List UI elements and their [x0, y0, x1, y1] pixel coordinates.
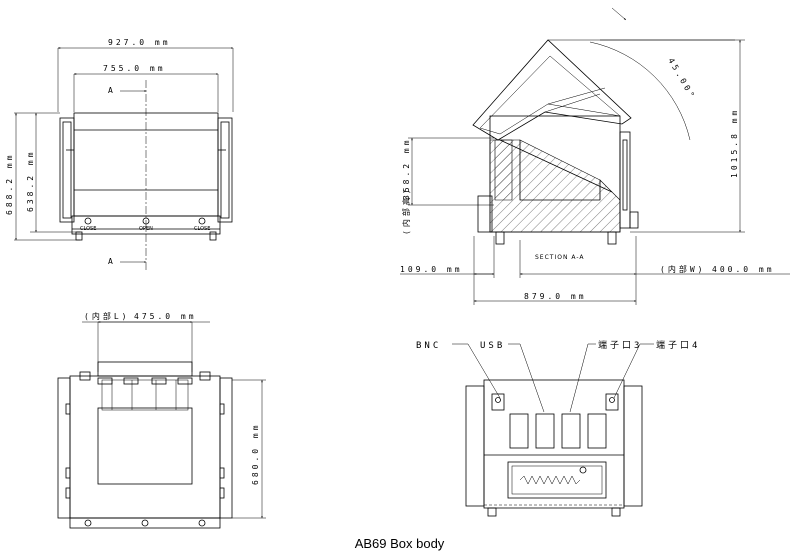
inner-length-tag: (内部L)	[84, 311, 129, 321]
inner-height-tag: (内部高)	[401, 186, 411, 235]
total-depth-label: 879.0 mm	[524, 292, 587, 301]
rear-view: BNC USB 端子口3 端子口4	[416, 339, 700, 517]
inner-width-tag: (内部W)	[660, 264, 705, 274]
front-height-outer-label: 688.2 mm	[5, 152, 14, 215]
connector-label-bnc: BNC	[416, 341, 441, 351]
latch-label-center: OPEN	[139, 226, 153, 232]
drawing-caption: AB69 Box body	[354, 536, 445, 551]
inner-length-label: 475.0 mm	[134, 312, 197, 321]
section-marker-top: A	[108, 86, 116, 95]
section-view: 45.00° SECTION A-A 1015.8 mm (内部高) 358.2…	[400, 7, 790, 305]
section-label: SECTION A-A	[535, 254, 584, 261]
lid-angle-label: 45.00°	[666, 57, 697, 102]
total-height-label: 1015.8 mm	[730, 108, 739, 178]
inner-height-label: 358.2 mm	[402, 137, 411, 200]
connector-label-port4: 端子口4	[656, 339, 700, 351]
top-depth-label: 680.0 mm	[251, 422, 260, 485]
latch-label-right: CLOSE	[194, 226, 210, 232]
section-marker-bottom: A	[108, 257, 116, 266]
left-offset-label: 109.0 mm	[400, 265, 463, 274]
front-height-inner-label: 638.2 mm	[26, 149, 35, 212]
front-width-inner-label: 755.0 mm	[103, 64, 166, 73]
connector-label-port3: 端子口3	[598, 339, 642, 351]
latch-label-left: CLOSE	[80, 226, 96, 232]
inner-width-label: 400.0 mm	[712, 265, 775, 274]
connector-label-usb: USB	[480, 341, 505, 351]
top-view: (内部L) 475.0 mm 680.0 mm	[57, 311, 266, 529]
front-width-outer-label: 927.0 mm	[108, 38, 171, 47]
front-view: 927.0 mm 755.0 mm 688.2 mm 638.2 mm C	[5, 38, 234, 272]
